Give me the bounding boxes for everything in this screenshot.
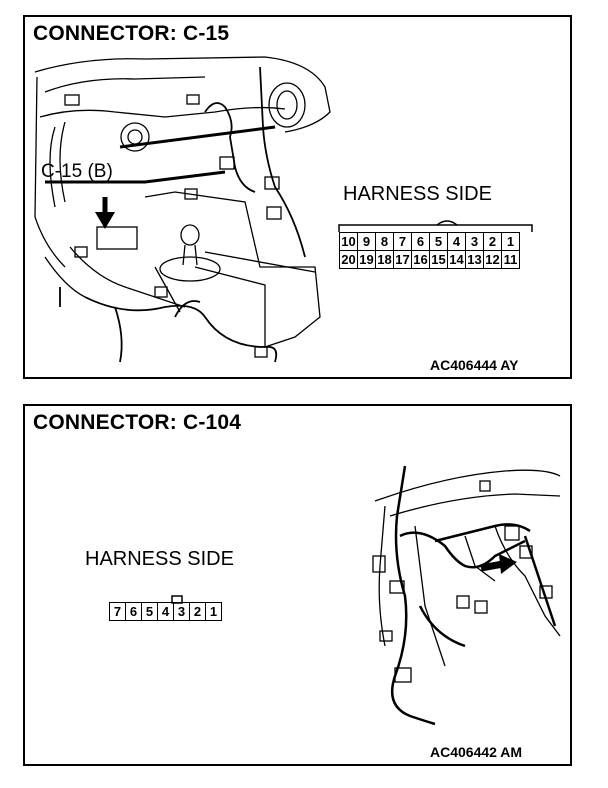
pin-cell: 4 (157, 602, 174, 621)
pin-row-top: 10 9 8 7 6 5 4 3 2 1 (339, 232, 520, 251)
pin-cell: 9 (357, 232, 376, 251)
pin-cell: 6 (411, 232, 430, 251)
pin-cell: 4 (447, 232, 466, 251)
pin-cell: 15 (429, 250, 448, 269)
pin-cell: 2 (483, 232, 502, 251)
figure-code: AC406444 AY (430, 357, 519, 373)
pin-cell: 1 (501, 232, 520, 251)
pin-cell: 18 (375, 250, 394, 269)
pin-cell: 3 (465, 232, 484, 251)
pin-cell: 19 (357, 250, 376, 269)
pin-cell: 16 (411, 250, 430, 269)
connector-c15-pin-grid: 10 9 8 7 6 5 4 3 2 1 20 19 18 17 16 15 1… (339, 232, 520, 269)
pin-cell: 13 (465, 250, 484, 269)
pin-cell: 20 (339, 250, 358, 269)
pin-cell: 1 (205, 602, 222, 621)
harness-side-label: HARNESS SIDE (343, 183, 492, 205)
pin-cell: 10 (339, 232, 358, 251)
connector-callout-label: C-15 (B) (41, 161, 113, 182)
pin-cell: 14 (447, 250, 466, 269)
pin-cell: 8 (375, 232, 394, 251)
pin-row: 7 6 5 4 3 2 1 (109, 602, 222, 621)
harness-side-label: HARNESS SIDE (85, 548, 234, 570)
pin-cell: 11 (501, 250, 520, 269)
pin-cell: 5 (429, 232, 448, 251)
pin-row-bottom: 20 19 18 17 16 15 14 13 12 11 (339, 250, 520, 269)
pin-cell: 12 (483, 250, 502, 269)
pin-cell: 7 (393, 232, 412, 251)
pin-cell: 17 (393, 250, 412, 269)
connector-key-outline (338, 220, 533, 232)
dashboard-harness-illustration (34, 56, 331, 363)
connector-c104-panel: CONNECTOR: C-104 HARNESS SIDE 7 6 5 4 3 … (23, 404, 572, 766)
panel-title: CONNECTOR: C-104 (33, 411, 242, 434)
figure-code: AC406442 AM (430, 744, 523, 760)
connector-c15-panel: CONNECTOR: C-15 (23, 15, 572, 379)
instrument-panel-harness-illustration (372, 465, 561, 726)
connector-c104-pin-grid: 7 6 5 4 3 2 1 (109, 602, 222, 621)
panel-title: CONNECTOR: C-15 (33, 22, 230, 45)
